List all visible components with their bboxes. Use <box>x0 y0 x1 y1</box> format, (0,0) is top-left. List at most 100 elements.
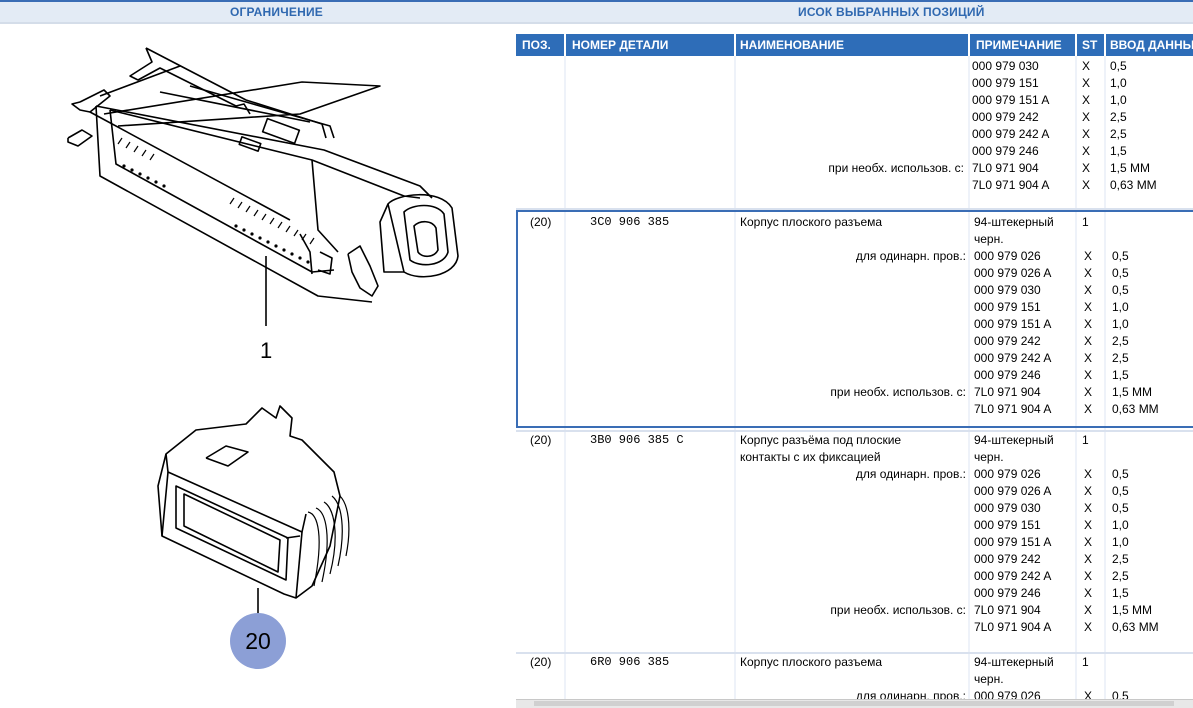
row-sub-marker: X <box>1084 317 1093 331</box>
row-sub-value: 1,5 <box>1112 368 1129 382</box>
row-pos: (20) <box>530 655 552 669</box>
row-qty: 1 <box>1082 215 1089 229</box>
header-pos[interactable]: ПОЗ. <box>522 38 551 52</box>
row-usage-label: при необх. использов. с: <box>830 603 966 617</box>
row-name: Корпус плоского разъема <box>740 215 883 229</box>
row-sub-value: 1,0 <box>1112 518 1129 532</box>
row-sub-marker: X <box>1084 484 1093 498</box>
row-sub-marker: X <box>1082 110 1091 124</box>
row-sub-part-number[interactable]: 000 979 151 <box>974 300 1041 314</box>
row-sub-part-number[interactable]: 000 979 246 <box>974 586 1041 600</box>
tab-selected-positions[interactable]: ИСОК ВЫБРАННЫХ ПОЗИЦИЙ <box>798 5 985 19</box>
row-sub-marker: X <box>1084 689 1093 703</box>
row-sub-marker: X <box>1084 334 1093 348</box>
scrollbar-thumb[interactable] <box>534 701 1174 706</box>
row-sub-marker: X <box>1084 501 1093 515</box>
row-sub-part-number[interactable]: 000 979 151 A <box>974 317 1052 331</box>
row-qty: 1 <box>1082 655 1089 669</box>
header-part[interactable]: НОМЕР ДЕТАЛИ <box>572 38 669 52</box>
tab-bar-accent-line <box>0 0 1193 2</box>
row-qty: 1 <box>1082 433 1089 447</box>
row-sub-part-number[interactable]: 000 979 151 A <box>972 93 1050 107</box>
row-sub-part-number[interactable]: 000 979 242 <box>974 334 1041 348</box>
row-sub-part-number[interactable]: 000 979 151 <box>972 76 1039 90</box>
row-sub-part-number[interactable]: 7L0 971 904 A <box>974 620 1052 634</box>
row-note: 94-штекерный <box>974 655 1054 669</box>
row-sub-value: 1,0 <box>1112 300 1129 314</box>
row-note-2: черн. <box>974 450 1004 464</box>
row-sub-part-number[interactable]: 000 979 030 <box>974 501 1041 515</box>
row-sub-part-number[interactable]: 000 979 030 <box>974 283 1041 297</box>
row-pos: (20) <box>530 433 552 447</box>
row-sub-marker: X <box>1084 351 1093 365</box>
parts-table: ПОЗ. НОМЕР ДЕТАЛИ НАИМЕНОВАНИЕ ПРИМЕЧАНИ… <box>516 34 1193 707</box>
row-sub-marker: X <box>1084 518 1093 532</box>
row-sub-part-number[interactable]: 000 979 026 <box>974 467 1041 481</box>
tab-restriction[interactable]: ОГРАНИЧЕНИЕ <box>230 5 323 19</box>
row-sub-value: 0,5 <box>1110 59 1127 73</box>
row-usage-label: для одинарн. пров.: <box>855 467 966 481</box>
row-sub-marker: X <box>1084 586 1093 600</box>
row-sub-marker: X <box>1084 368 1093 382</box>
row-sub-value: 0,5 <box>1112 283 1129 297</box>
row-sub-marker: X <box>1082 127 1091 141</box>
row-sub-value: 2,5 <box>1112 351 1129 365</box>
row-sub-part-number[interactable]: 000 979 242 A <box>972 127 1050 141</box>
row-sub-value: 1,0 <box>1112 317 1129 331</box>
callout-20-badge[interactable] <box>230 613 286 669</box>
row-sub-part-number[interactable]: 000 979 242 <box>972 110 1039 124</box>
row-sub-value: 0,5 <box>1112 266 1129 280</box>
row-sub-part-number[interactable]: 7L0 971 904 <box>974 603 1041 617</box>
row-sub-part-number[interactable]: 000 979 242 A <box>974 569 1052 583</box>
row-sub-value: 0,5 <box>1112 249 1129 263</box>
row-sub-part-number[interactable]: 000 979 026 A <box>974 266 1052 280</box>
row-sub-value: 0,5 <box>1112 484 1129 498</box>
row-sub-value: 1,5 <box>1112 586 1129 600</box>
row-sub-part-number[interactable]: 7L0 971 904 A <box>974 402 1052 416</box>
row-sub-value: 2,5 <box>1112 334 1129 348</box>
row-sub-value: 0,63 MM <box>1112 620 1159 634</box>
row-sub-part-number[interactable]: 7L0 971 904 <box>972 161 1039 175</box>
row-sub-part-number[interactable]: 7L0 971 904 A <box>972 178 1050 192</box>
table-row-selected[interactable]: (20) 3C0 906 385 Корпус плоского разъема… <box>516 210 1193 428</box>
flat-connector-housing-illustration <box>157 405 350 618</box>
row-sub-marker: X <box>1082 144 1091 158</box>
horizontal-scrollbar[interactable] <box>516 699 1193 708</box>
row-sub-part-number[interactable]: 7L0 971 904 <box>974 385 1041 399</box>
header-st[interactable]: ST <box>1082 38 1098 52</box>
row-sub-part-number[interactable]: 000 979 026 <box>974 249 1041 263</box>
row-part-number[interactable]: 6R0 906 385 <box>590 655 670 669</box>
callout-1-label: 1 <box>260 338 272 363</box>
row-sub-part-number[interactable]: 000 979 030 <box>972 59 1039 73</box>
row-part-number[interactable]: 3C0 906 385 <box>590 215 670 229</box>
row-sub-value: 0,5 <box>1112 467 1129 481</box>
row-sub-marker: X <box>1084 249 1093 263</box>
row-pos: (20) <box>530 215 552 229</box>
row-sub-value: 1,0 <box>1110 76 1127 90</box>
row-sub-value: 1,5 MM <box>1112 385 1153 399</box>
row-sub-part-number[interactable]: 000 979 242 <box>974 552 1041 566</box>
row-sub-marker: X <box>1082 76 1091 90</box>
row-name: Корпус разъёма под плоские <box>740 433 902 447</box>
row-sub-marker: X <box>1084 300 1093 314</box>
row-sub-marker: X <box>1084 402 1093 416</box>
row-name: Корпус плоского разъема <box>740 655 883 669</box>
row-sub-part-number[interactable]: 000 979 151 <box>974 518 1041 532</box>
row-note: 94-штекерный <box>974 433 1054 447</box>
row-sub-part-number[interactable]: 000 979 151 A <box>974 535 1052 549</box>
row-note-2: черн. <box>974 232 1004 246</box>
header-input[interactable]: ВВОД ДАННЫ <box>1110 38 1193 52</box>
row-sub-part-number[interactable]: 000 979 026 A <box>974 484 1052 498</box>
section-tab-bar: ОГРАНИЧЕНИЕ ИСОК ВЫБРАННЫХ ПОЗИЦИЙ <box>0 0 1193 24</box>
row-sub-part-number[interactable]: 000 979 246 <box>972 144 1039 158</box>
header-note[interactable]: ПРИМЕЧАНИЕ <box>976 38 1062 52</box>
row-sub-value: 0,5 <box>1112 501 1129 515</box>
row-sub-marker: X <box>1082 93 1091 107</box>
row-part-number[interactable]: 3B0 906 385 C <box>590 433 684 447</box>
row-sub-part-number[interactable]: 000 979 242 A <box>974 351 1052 365</box>
header-name[interactable]: НАИМЕНОВАНИЕ <box>740 38 844 52</box>
row-usage-label: для одинарн. пров.: <box>855 249 966 263</box>
row-sub-marker: X <box>1084 535 1093 549</box>
row-sub-value: 0,63 MM <box>1112 402 1159 416</box>
row-sub-part-number[interactable]: 000 979 246 <box>974 368 1041 382</box>
